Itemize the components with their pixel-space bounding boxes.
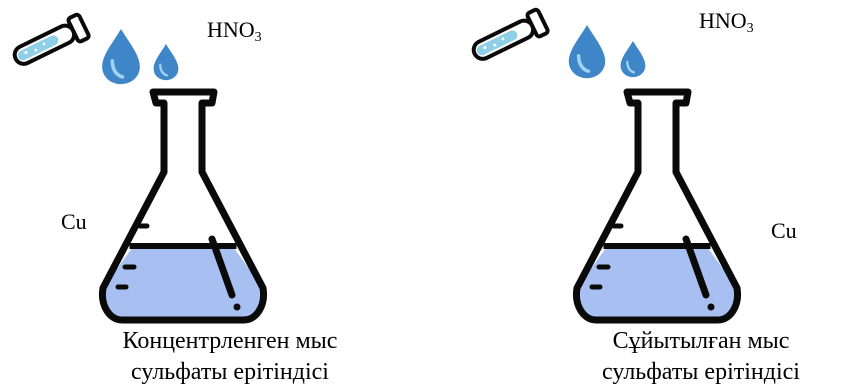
- metal-label: Cu: [771, 218, 797, 243]
- experiment-dilute: HNO3 Cu Сұйытылған мыс сульфаты ерітінді…: [421, 0, 841, 392]
- conical-flask-icon: [98, 88, 268, 324]
- metal-label: Cu: [61, 209, 87, 234]
- experiment-concentrated: HNO3 Cu Концентрленген мыс сульфаты еріт…: [0, 0, 420, 392]
- conical-flask-icon: [572, 88, 742, 324]
- caption-line: Сұйытылған мыс: [612, 328, 790, 354]
- experiment-illustration: [12, 12, 268, 324]
- experiment-illustration: [471, 7, 742, 324]
- caption-line: сульфаты ерітіндісі: [602, 359, 800, 385]
- droplet-icon: [568, 25, 606, 79]
- test-tube-icon: [471, 7, 550, 61]
- flask-caption: Сұйытылған мыс сульфаты ерітіндісі: [551, 326, 841, 388]
- flask-outline: [572, 88, 742, 324]
- caption-line: сульфаты ерітіндісі: [131, 359, 329, 385]
- reagent-formula: HNO3: [207, 17, 262, 45]
- flask-outline: [98, 88, 268, 324]
- flask-caption: Концентрленген мыс сульфаты ерітіндісі: [60, 326, 400, 388]
- droplet-icon: [620, 41, 646, 78]
- droplet-icon: [102, 29, 140, 85]
- reagent-formula: HNO3: [699, 8, 754, 36]
- droplet-icon: [153, 44, 179, 81]
- test-tube-icon: [12, 12, 91, 66]
- caption-line: Концентрленген мыс: [122, 328, 338, 354]
